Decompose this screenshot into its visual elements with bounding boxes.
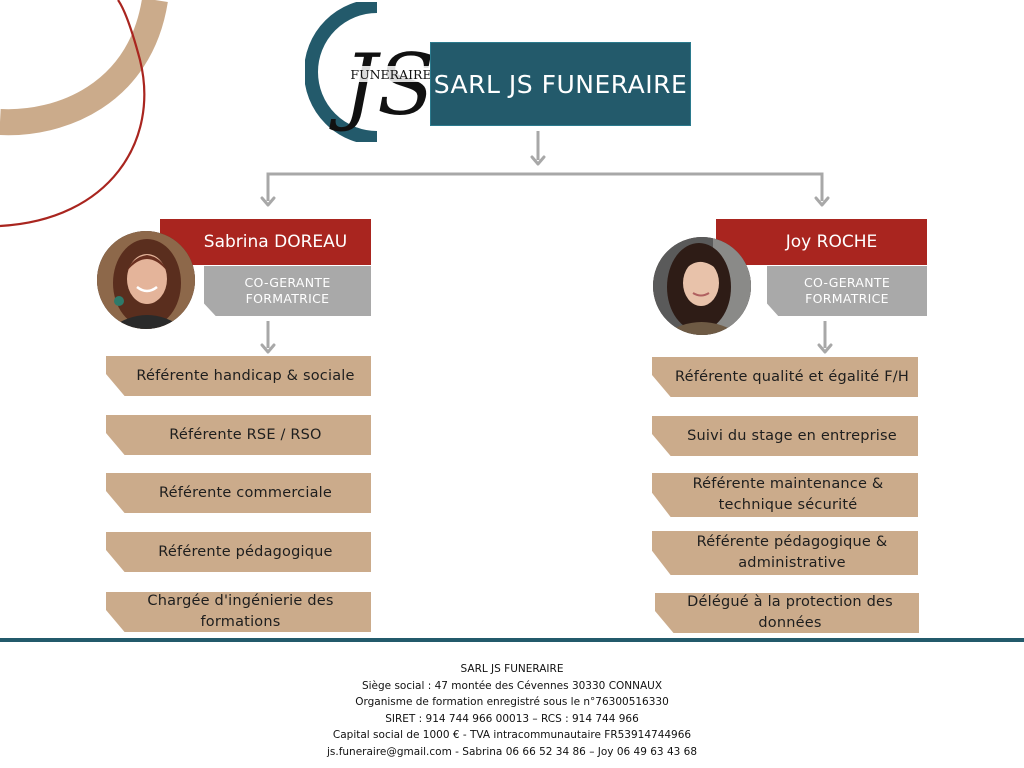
person-name-bar: Joy ROCHE	[716, 219, 927, 265]
company-name: SARL JS FUNERAIRE	[433, 69, 688, 99]
responsibility-label: Délégué à la protection des données	[687, 594, 893, 631]
arrowhead-branch-left	[260, 196, 276, 207]
responsibility-label: Référente maintenance & technique sécuri…	[692, 476, 884, 513]
role-line: FORMATRICE	[245, 291, 330, 306]
role-line: CO-GERANTE	[803, 275, 891, 290]
footer-line: Siège social : 47 montée des Cévennes 30…	[361, 679, 663, 692]
responsibility-tag: Référente pédagogique	[106, 532, 371, 572]
arrowhead-top	[530, 155, 546, 166]
responsibility-tag: Délégué à la protection des données	[655, 593, 919, 633]
avatar	[653, 237, 751, 335]
responsibility-label: Référente commerciale	[158, 484, 333, 501]
footer-line: SIRET : 914 744 966 00013 – RCS : 914 74…	[385, 712, 639, 725]
responsibility-label: Référente pédagogique & administrative	[696, 534, 888, 571]
responsibility-tag: Référente commerciale	[106, 473, 371, 513]
company-logo: JS FUNERAIRE	[304, 0, 445, 145]
responsibility-tag: Référente RSE / RSO	[106, 415, 371, 455]
responsibility-tag: Chargée d'ingénierie des formations	[106, 592, 371, 632]
red-arc	[0, 0, 146, 228]
arrowhead-branch-right	[814, 196, 830, 207]
decorative-arcs	[0, 0, 168, 228]
person-name: Joy ROCHE	[785, 232, 878, 252]
footer-email-phone[interactable]: js.funeraire@gmail.com - Sabrina 06 66 5…	[326, 745, 698, 758]
person-name: Sabrina DOREAU	[203, 232, 348, 252]
responsibility-label: Référente qualité et égalité F/H	[675, 368, 909, 385]
responsibility-label: Référente handicap & sociale	[136, 367, 355, 384]
avatar	[97, 231, 195, 329]
footer-info: SARL JS FUNERAIRE Siège social : 47 mont…	[0, 661, 1024, 761]
responsibility-tag: Référente maintenance & technique sécuri…	[652, 473, 918, 517]
footer-divider	[0, 638, 1024, 642]
role-line: CO-GERANTE	[244, 275, 331, 290]
responsibility-tag: Suivi du stage en entreprise	[652, 416, 918, 456]
company-name-box: SARL JS FUNERAIRE	[430, 42, 691, 126]
footer-line: Capital social de 1000 € - TVA intracomm…	[332, 729, 692, 742]
person-role-box: CO-GERANTE FORMATRICE	[767, 266, 927, 316]
footer-line: Organisme de formation enregistré sous l…	[355, 696, 669, 709]
person-name-bar: Sabrina DOREAU	[160, 219, 371, 265]
person-role-box: CO-GERANTE FORMATRICE	[204, 266, 371, 316]
responsibility-tag: Référente pédagogique & administrative	[652, 531, 918, 575]
responsibility-tag: Référente handicap & sociale	[106, 356, 371, 396]
footer-line: SARL JS FUNERAIRE	[460, 663, 564, 675]
responsibility-label: Référente pédagogique	[158, 543, 333, 560]
responsibility-label: Suivi du stage en entreprise	[687, 427, 897, 444]
logo-caption: FUNERAIRE	[350, 67, 431, 82]
responsibility-label: Chargée d'ingénierie des formations	[147, 593, 334, 630]
responsibility-tag: Référente qualité et égalité F/H	[652, 357, 918, 397]
tan-arc	[0, 0, 168, 136]
org-connectors	[260, 131, 833, 354]
arrowhead-right	[817, 343, 833, 354]
logo-ring	[304, 0, 378, 145]
arrowhead-left	[260, 343, 276, 354]
connector-branch	[266, 172, 824, 201]
responsibility-label: Référente RSE / RSO	[169, 426, 322, 443]
logo-monogram: JS	[328, 36, 434, 134]
role-line: FORMATRICE	[805, 291, 889, 306]
